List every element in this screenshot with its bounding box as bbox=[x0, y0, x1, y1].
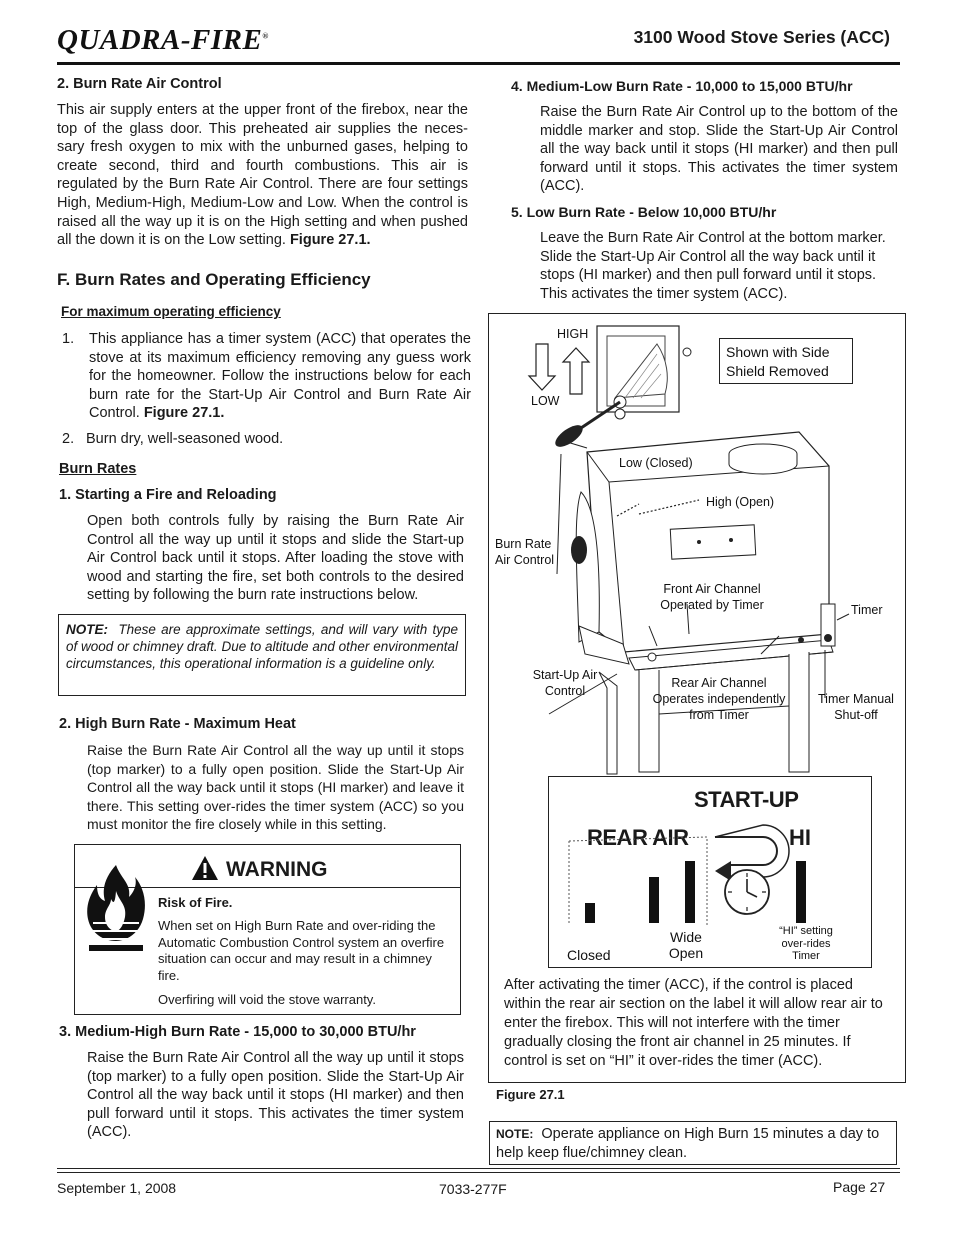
warning-text: When set on High Burn Rate and over-ridi… bbox=[158, 918, 445, 983]
section-burn-rate-air-control-heading: 2. Burn Rate Air Control bbox=[57, 76, 222, 92]
wide-open-label: Wide Open bbox=[668, 929, 704, 961]
medium-high-heading: 3. Medium-High Burn Rate - 15,000 to 30,… bbox=[59, 1024, 416, 1040]
front-air-channel-label: Front Air Channel Operated by Timer bbox=[660, 582, 764, 612]
control-label-panel: START-UP REAR AIR HI Closed Wide Open “H… bbox=[548, 776, 872, 968]
footer-date: September 1, 2008 bbox=[57, 1180, 177, 1196]
list-item-dry-wood: Burn dry, well-seasoned wood. bbox=[86, 431, 284, 447]
note-box: NOTE: These are approximate settings, an… bbox=[58, 614, 466, 696]
max-efficiency-heading: For maximum operating efficiency bbox=[61, 304, 281, 319]
rear-air-channel-label: Rear Air Channel Operates independently … bbox=[652, 676, 786, 722]
low-closed-label: Low (Closed) bbox=[619, 456, 693, 470]
footer-rule bbox=[57, 1172, 900, 1173]
warning-subtitle: Risk of Fire. bbox=[158, 895, 233, 910]
hi-label: HI bbox=[789, 825, 811, 850]
startup-control-label: Start-Up Air Control bbox=[532, 668, 598, 698]
burn-rates-heading: Burn Rates bbox=[59, 461, 137, 477]
hi-setting-label: “HI” setting over-rides Timer bbox=[779, 925, 833, 962]
high-arrow-icon bbox=[561, 347, 591, 395]
timer-label: Timer bbox=[851, 603, 883, 617]
figure-27-1: HIGH LOW Shown with Side Shield Removed … bbox=[488, 313, 906, 1083]
list-item-number: 1. bbox=[62, 331, 75, 347]
high-burn-heading: 2. High Burn Rate - Maximum Heat bbox=[59, 716, 296, 732]
note-text: NOTE: These are approximate settings, an… bbox=[66, 622, 458, 671]
series-title: 3100 Wood Stove Series (ACC) bbox=[633, 27, 890, 47]
section-burn-rate-air-control-body: This air supply enters at the upper fron… bbox=[57, 102, 468, 249]
control-label-graphics bbox=[568, 824, 806, 925]
low-label: LOW bbox=[531, 394, 560, 408]
list-item-timer-system: This appliance has a timer system (ACC) … bbox=[89, 331, 471, 422]
warning-triangle-icon bbox=[192, 856, 218, 880]
footer-doc-code: 7033-277F bbox=[439, 1181, 507, 1197]
footer-rule bbox=[57, 1168, 900, 1169]
high-burn-body: Raise the Burn Rate Air Control all the … bbox=[87, 742, 464, 833]
note-2-text: NOTE: Operate appliance on High Burn 15 … bbox=[496, 1126, 880, 1161]
starting-fire-body: Open both controls fully by raising the … bbox=[87, 513, 464, 604]
closed-label: Closed bbox=[567, 947, 611, 963]
warning-box: WARNING Risk of Fire. When set on High B… bbox=[74, 844, 461, 1015]
clock-icon bbox=[724, 869, 770, 915]
low-arrow-icon bbox=[527, 343, 557, 391]
medium-high-body: Raise the Burn Rate Air Control all the … bbox=[87, 1050, 464, 1141]
stove-illustration bbox=[527, 325, 850, 775]
warning-title: WARNING bbox=[226, 858, 328, 881]
rear-air-label: REAR AIR bbox=[587, 825, 689, 850]
brand-logo: QUADRA-FIRE® bbox=[57, 24, 269, 56]
medium-low-body: Raise the Burn Rate Air Control up to th… bbox=[540, 104, 898, 195]
burn-rate-control-label: Burn Rate Air Control bbox=[495, 537, 555, 567]
fire-hazard-icon bbox=[87, 865, 145, 951]
figure-label: Figure 27.1 bbox=[496, 1087, 565, 1102]
high-label: HIGH bbox=[557, 327, 589, 341]
section-f-heading: F. Burn Rates and Operating Efficiency bbox=[57, 270, 371, 289]
starting-fire-heading: 1. Starting a Fire and Reloading bbox=[59, 487, 277, 503]
list-item-number: 2. bbox=[62, 431, 75, 447]
low-burn-body: Leave the Burn Rate Air Control at the b… bbox=[540, 230, 886, 302]
medium-low-heading: 4. Medium-Low Burn Rate - 10,000 to 15,0… bbox=[511, 78, 853, 94]
timer-shutoff-label: Timer Manual Shut-off bbox=[818, 692, 894, 722]
note-box-2: NOTE: Operate appliance on High Burn 15 … bbox=[489, 1121, 897, 1165]
high-open-label: High (Open) bbox=[706, 495, 775, 509]
low-burn-heading: 5. Low Burn Rate - Below 10,000 BTU/hr bbox=[511, 204, 777, 220]
side-shield-note: Shown with Side Shield Removed bbox=[719, 338, 853, 384]
footer-page-number: Page 27 bbox=[833, 1179, 886, 1195]
header-rule bbox=[57, 62, 900, 65]
figure-caption-text: After activating the timer (ACC), if the… bbox=[504, 977, 883, 1069]
startup-label: START-UP bbox=[694, 787, 799, 812]
warning-warranty-text: Overfiring will void the stove warranty. bbox=[158, 992, 376, 1007]
